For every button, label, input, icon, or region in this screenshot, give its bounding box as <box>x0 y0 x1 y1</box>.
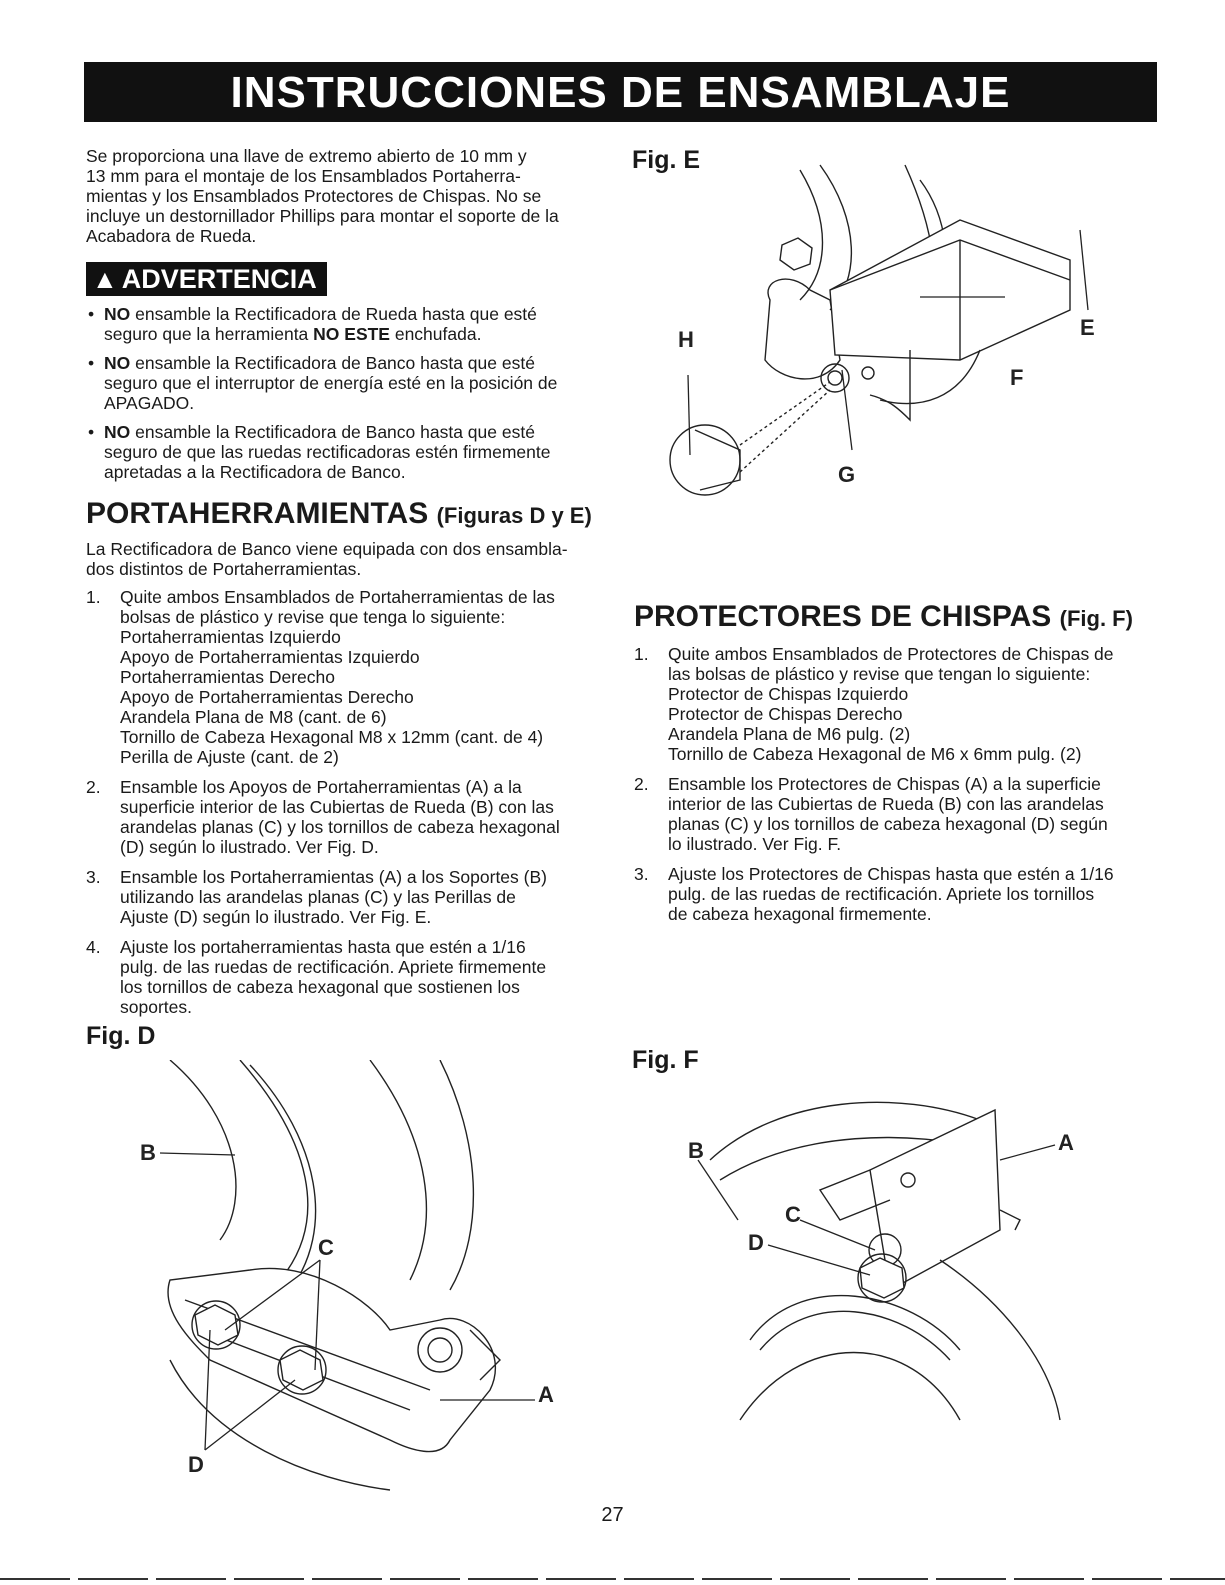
protectores-steps: 1. Quite ambos Ensamblados de Protectore… <box>634 644 1134 924</box>
warning-title: ADVERTENCIA <box>121 264 317 294</box>
fig-e-callout-h: H <box>678 327 694 352</box>
warning-item: NO ensamble la Rectificadora de Banco ha… <box>86 422 596 482</box>
page-number: 27 <box>601 1504 624 1526</box>
fig-e-illustration: E F G H <box>669 164 1095 496</box>
fig-d-label: Fig. D <box>86 1022 156 1050</box>
step-item: 3. Ensamble los Portaherramientas (A) a … <box>86 867 547 927</box>
portaherramientas-intro: La Rectificadora de Banco viene equipada… <box>86 539 568 579</box>
step-item: 1. Quite ambos Ensamblados de Protectore… <box>634 644 1114 764</box>
protectores-heading: PROTECTORES DE CHISPAS (Fig. F) <box>634 600 1133 633</box>
fig-e-callout-f: F <box>1010 365 1023 390</box>
fig-d-callout-a: A <box>538 1382 554 1407</box>
protectores-section: PROTECTORES DE CHISPAS (Fig. F) 1. Quite… <box>634 600 1134 934</box>
fig-f-callout-d: D <box>748 1230 764 1255</box>
left-column: Se proporciona una llave de extremo abie… <box>86 146 596 491</box>
intro-paragraph: Se proporciona una llave de extremo abie… <box>86 146 559 246</box>
step-item: 3. Ajuste los Protectores de Chispas has… <box>634 864 1114 924</box>
warning-badge: ▲ADVERTENCIA <box>86 262 327 296</box>
fig-f-callout-b: B <box>688 1138 704 1163</box>
portaherramientas-heading: PORTAHERRAMIENTAS (Figuras D y E) <box>86 497 592 530</box>
fig-d-illustration: B C A D <box>140 1060 554 1491</box>
step-item: 2. Ensamble los Apoyos de Portaherramien… <box>86 777 560 857</box>
page-header-banner: INSTRUCCIONES DE ENSAMBLAJE <box>84 62 1157 122</box>
fig-d-callout-d: D <box>188 1452 204 1477</box>
warning-list: NO ensamble la Rectificadora de Rueda ha… <box>86 304 596 482</box>
portaherramientas-section: PORTAHERRAMIENTAS (Figuras D y E) La Rec… <box>86 497 606 1027</box>
fig-d-callout-c: C <box>318 1235 334 1260</box>
warning-item: NO ensamble la Rectificadora de Banco ha… <box>86 353 596 413</box>
step-item: 1. Quite ambos Ensamblados de Portaherra… <box>86 587 555 767</box>
step-item: 4. Ajuste los portaherramientas hasta qu… <box>86 937 547 1017</box>
step-item: 2. Ensamble los Protectores de Chispas (… <box>634 774 1108 854</box>
fig-e-callout-g: G <box>838 462 855 487</box>
bottom-divider <box>0 1578 1225 1580</box>
warning-item: NO ensamble la Rectificadora de Rueda ha… <box>86 304 596 344</box>
fig-e-callout-e: E <box>1080 315 1095 340</box>
portaherramientas-steps: 1. Quite ambos Ensamblados de Portaherra… <box>86 587 606 1017</box>
fig-d-callout-b: B <box>140 1140 156 1165</box>
fig-e-label: Fig. E <box>632 146 701 174</box>
fig-f-callout-a: A <box>1058 1130 1074 1155</box>
fig-f-label: Fig. F <box>632 1046 699 1074</box>
fig-f-callout-c: C <box>785 1202 801 1227</box>
warning-triangle-icon: ▲ <box>92 264 118 294</box>
fig-f-illustration: B C D A <box>688 1101 1074 1421</box>
